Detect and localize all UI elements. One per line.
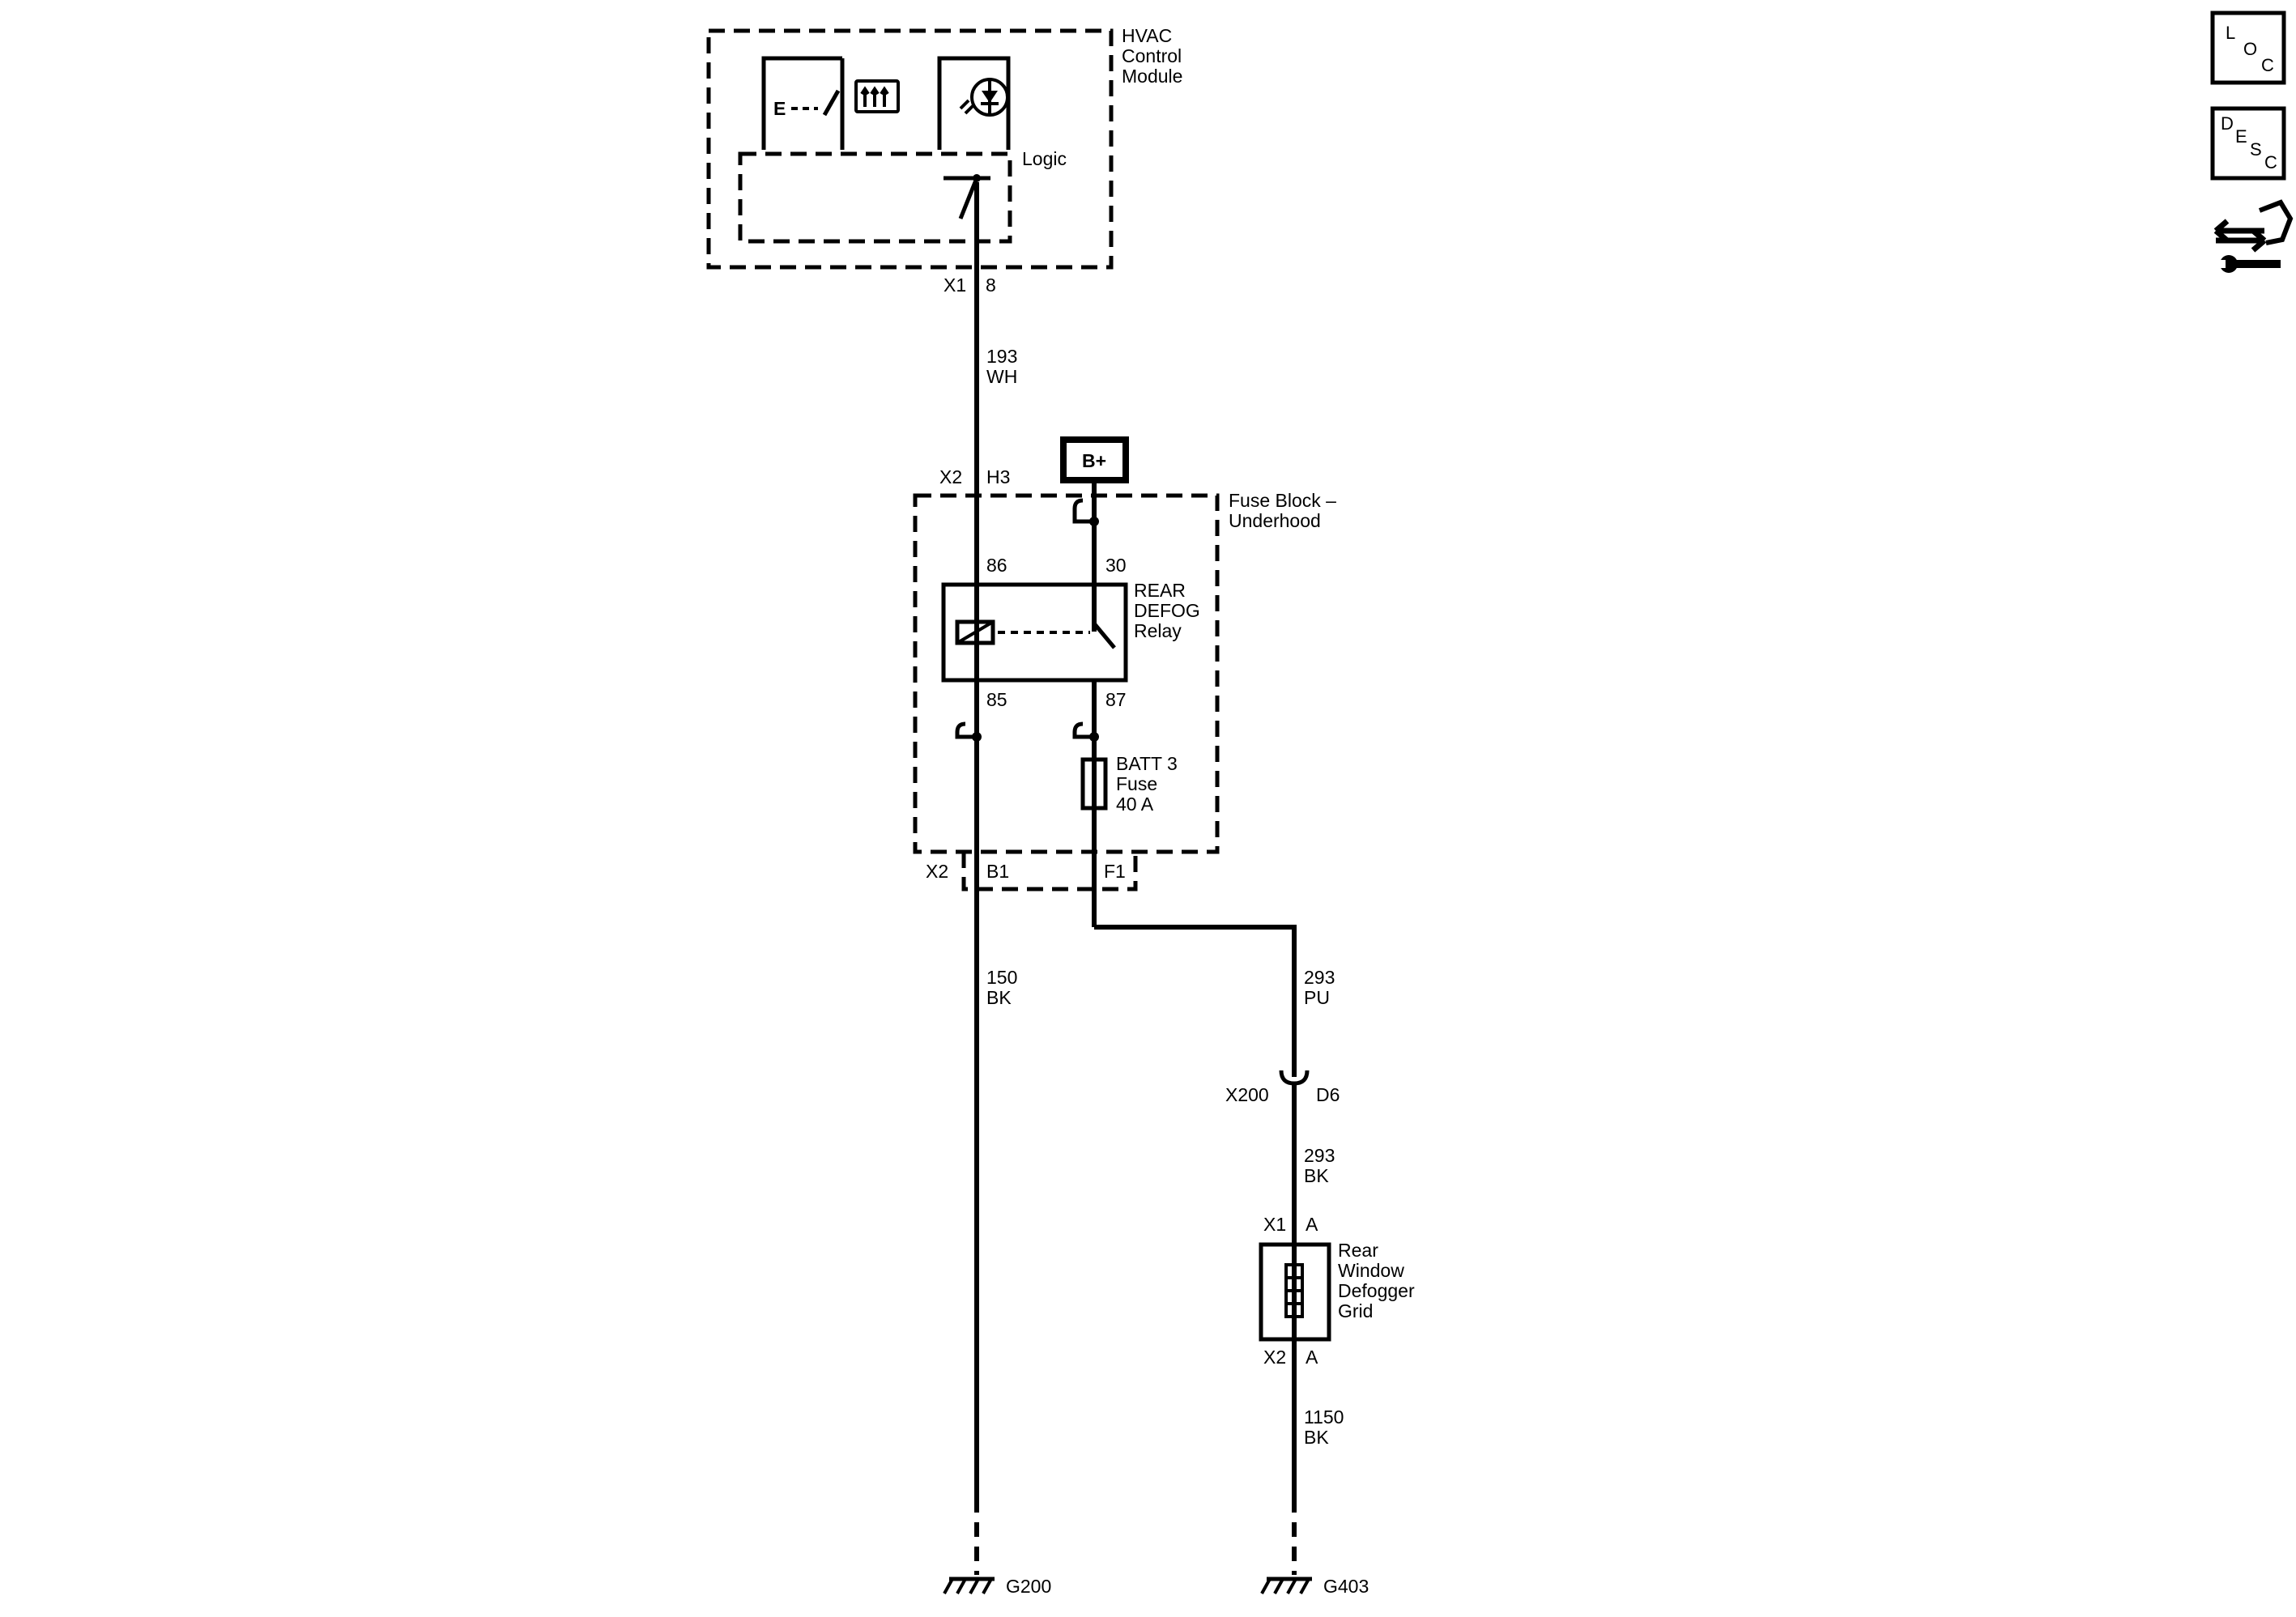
hvac-title-line3: Module xyxy=(1122,66,1182,87)
wire-193-color: WH xyxy=(986,366,1017,387)
fuse-block-title-line2: Underhood xyxy=(1229,510,1321,531)
wire-293-bk-number: 293 xyxy=(1304,1145,1335,1166)
wire-193-number: 193 xyxy=(986,346,1017,367)
fuse-block-bottom-connector xyxy=(961,852,1138,891)
grid-label-line2: Window xyxy=(1338,1260,1404,1281)
relay-box xyxy=(941,582,1128,683)
desc-letter-3: S xyxy=(2250,139,2262,160)
relay-label-line2: DEFOG xyxy=(1134,600,1200,621)
desc-letter-4: C xyxy=(2264,152,2277,172)
desc-letter-1: D xyxy=(2221,113,2234,134)
relay-switch xyxy=(1093,622,1116,649)
wire-293-pu-color: PU xyxy=(1304,987,1330,1008)
loc-letter-3: C xyxy=(2261,55,2274,75)
desc-letter-2: E xyxy=(2235,126,2247,147)
loc-letter-2: O xyxy=(2243,39,2257,59)
hvac-logic-box xyxy=(738,151,1012,244)
fuse-block-underhood: Fuse Block – Underhood X2 H3 86 30 85 87… xyxy=(913,466,1336,927)
grid-top-pin: A xyxy=(1306,1214,1318,1235)
hvac-logic-label: Logic xyxy=(1022,148,1067,169)
batt3-fuse: BATT 3 Fuse 40 A xyxy=(1080,753,1178,815)
hvac-control-module: E Logic HVAC Control Module X1 8 xyxy=(706,25,1182,296)
wire-293-pu-path xyxy=(1094,925,1297,1053)
hvac-pin-label: 8 xyxy=(986,274,996,296)
hvac-indicator-box xyxy=(937,56,1011,150)
rear-defog-relay: 86 30 85 87 REAR DEFOG Relay xyxy=(941,555,1200,710)
hvac-title-line1: HVAC xyxy=(1122,25,1172,46)
loc-letter-1: L xyxy=(2226,23,2235,43)
fuse-block-pin-b1: B1 xyxy=(986,861,1009,882)
fuse-symbol xyxy=(1080,757,1108,811)
hvac-switch-box xyxy=(761,56,842,150)
location-view-button[interactable]: L O C xyxy=(2210,11,2286,85)
wire-1150-color: BK xyxy=(1304,1427,1329,1448)
ground-g403: G403 xyxy=(1260,1498,1369,1597)
fuse-block-outline xyxy=(913,493,1220,854)
relay-coil xyxy=(955,619,995,645)
ground-g200: G200 xyxy=(943,1498,1051,1597)
b-plus-label: B+ xyxy=(1082,450,1106,471)
x200-pin-label: D6 xyxy=(1316,1084,1340,1105)
fuse-block-pin-f1: F1 xyxy=(1104,861,1126,882)
grid-label-line4: Grid xyxy=(1338,1300,1373,1321)
relay-label-line1: REAR xyxy=(1134,580,1186,601)
wire-1150-number: 1150 xyxy=(1304,1406,1344,1428)
rear-defrost-icon xyxy=(854,79,900,113)
hvac-connector-label: X1 xyxy=(944,274,966,296)
grid-label-line1: Rear xyxy=(1338,1240,1378,1261)
wire-150-number: 150 xyxy=(986,967,1017,988)
fuse-label-line3: 40 A xyxy=(1116,794,1154,815)
led-indicator-icon xyxy=(959,78,1009,117)
relay-pin-85: 85 xyxy=(986,689,1007,710)
ground-g200-label: G200 xyxy=(1006,1576,1051,1597)
grid-label-line3: Defogger xyxy=(1338,1280,1415,1301)
wrench-arrows-icon xyxy=(2213,199,2294,273)
hvac-title-line2: Control xyxy=(1122,45,1182,66)
x200-connector: X200 D6 xyxy=(1225,1053,1340,1105)
relay-pin-30: 30 xyxy=(1105,555,1127,576)
fuse-block-bottom-connector-label: X2 xyxy=(926,861,948,882)
x200-connector-label: X200 xyxy=(1225,1084,1269,1105)
grid-box xyxy=(1259,1242,1331,1342)
relay-pin-87: 87 xyxy=(1105,689,1127,710)
battery-positive-source: B+ xyxy=(1060,436,1129,483)
hvac-module-outline xyxy=(706,28,1114,270)
grid-bottom-connector: X2 xyxy=(1263,1347,1286,1368)
fuse-block-title-line1: Fuse Block – xyxy=(1229,490,1336,511)
hvac-e-glyph: E xyxy=(773,98,786,119)
fuse-label-line1: BATT 3 xyxy=(1116,753,1178,774)
fuse-block-top-pin: H3 xyxy=(986,466,1010,487)
rear-window-defogger-grid: X1 A Rear Window Defogger Grid X2 A xyxy=(1259,1214,1415,1368)
relay-pin-86: 86 xyxy=(986,555,1007,576)
grid-top-connector: X1 xyxy=(1263,1214,1286,1235)
relay-label-line3: Relay xyxy=(1134,620,1182,641)
grid-bottom-pin: A xyxy=(1306,1347,1318,1368)
ground-g403-label: G403 xyxy=(1323,1576,1369,1597)
wire-293-pu-number: 293 xyxy=(1304,967,1335,988)
wire-150-color: BK xyxy=(986,987,1012,1008)
fuse-label-line2: Fuse xyxy=(1116,773,1157,794)
fuse-block-top-connector: X2 xyxy=(939,466,962,487)
hvac-output-switch xyxy=(958,177,979,219)
repair-procedure-button[interactable] xyxy=(2213,199,2294,273)
description-view-button[interactable]: D E S C xyxy=(2210,106,2286,181)
wire-293-bk-color: BK xyxy=(1304,1165,1329,1186)
